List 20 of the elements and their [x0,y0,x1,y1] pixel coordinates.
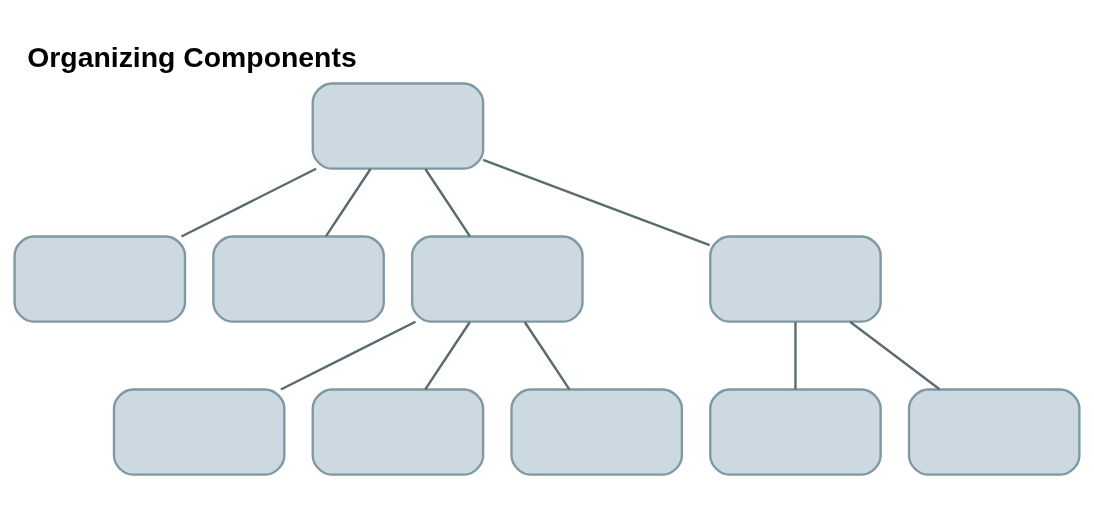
connector [482,158,711,247]
node-box [907,388,1081,476]
connector [180,167,317,238]
node-box [709,388,882,476]
connector [424,168,471,237]
node-box [112,388,286,476]
node-box [510,388,684,476]
node-box [410,235,584,323]
node-box [311,388,485,476]
connector [794,322,797,390]
diagram-title: Organizing Components [27,40,357,73]
connector [424,321,471,390]
connector [280,320,416,391]
connector [324,168,372,237]
node-box [13,235,187,323]
connector [523,321,571,390]
node-box [311,82,485,170]
node-box [212,235,385,323]
node-box [709,235,882,323]
connector [849,321,941,391]
